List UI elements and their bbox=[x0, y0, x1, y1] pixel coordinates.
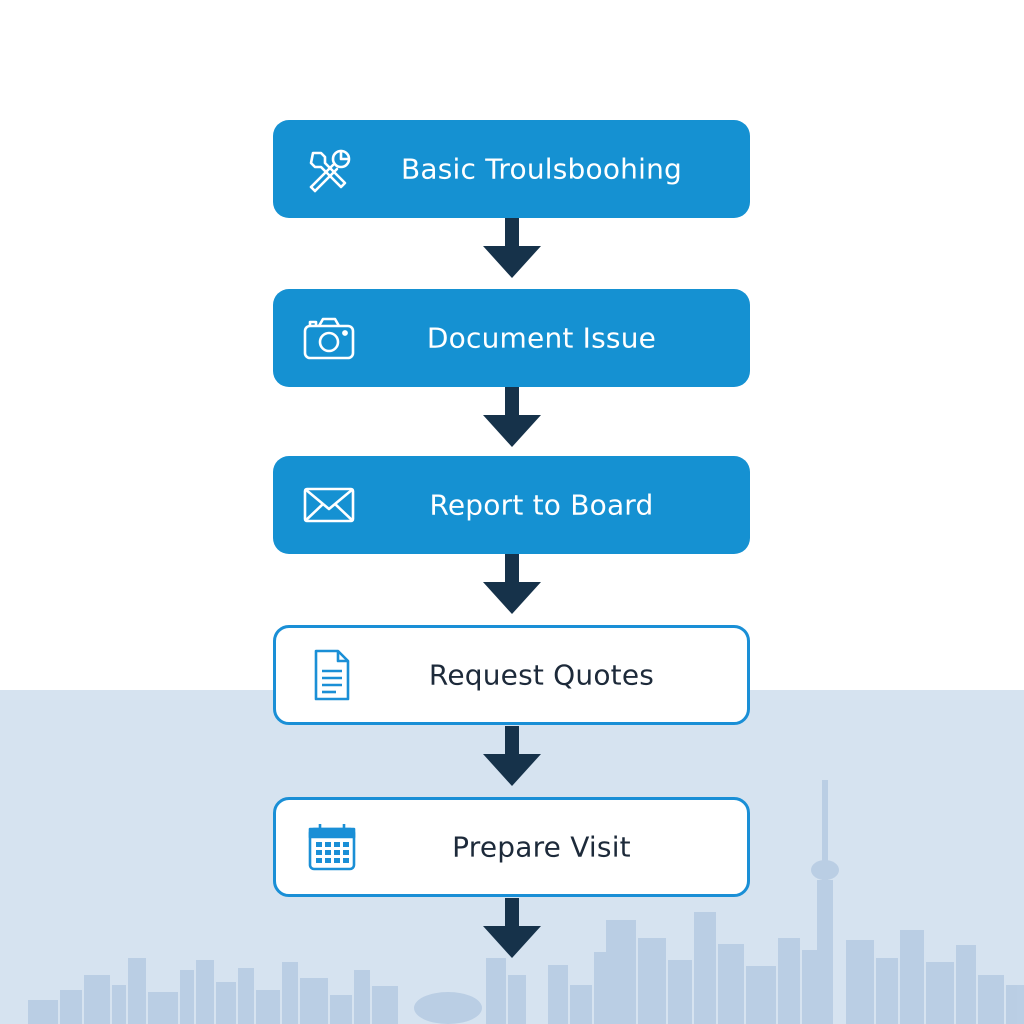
tools-icon bbox=[301, 141, 357, 197]
down-arrow-icon bbox=[483, 554, 541, 614]
step-label: Request Quotes bbox=[428, 658, 655, 692]
down-arrow-icon bbox=[483, 898, 541, 958]
step-request-quotes: Request Quotes bbox=[273, 625, 750, 725]
envelope-icon bbox=[301, 477, 357, 533]
down-arrow-icon bbox=[483, 726, 541, 786]
step-label: Document Issue bbox=[426, 321, 657, 355]
step-basic-troubleshooting: Basic Troulsboohing bbox=[273, 120, 750, 218]
step-label: Basic Troulsboohing bbox=[400, 152, 683, 186]
step-label: Prepare Visit bbox=[452, 830, 631, 864]
step-document-issue: Document Issue bbox=[273, 289, 750, 387]
down-arrow-icon bbox=[483, 387, 541, 447]
step-label: Report to Board bbox=[429, 488, 654, 522]
city-skyline bbox=[28, 780, 1024, 1024]
step-report-to-board: Report to Board bbox=[273, 456, 750, 554]
camera-icon bbox=[301, 310, 357, 366]
calendar-icon bbox=[304, 819, 360, 875]
document-icon bbox=[304, 647, 360, 703]
step-prepare-visit: Prepare Visit bbox=[273, 797, 750, 897]
down-arrow-icon bbox=[483, 218, 541, 278]
